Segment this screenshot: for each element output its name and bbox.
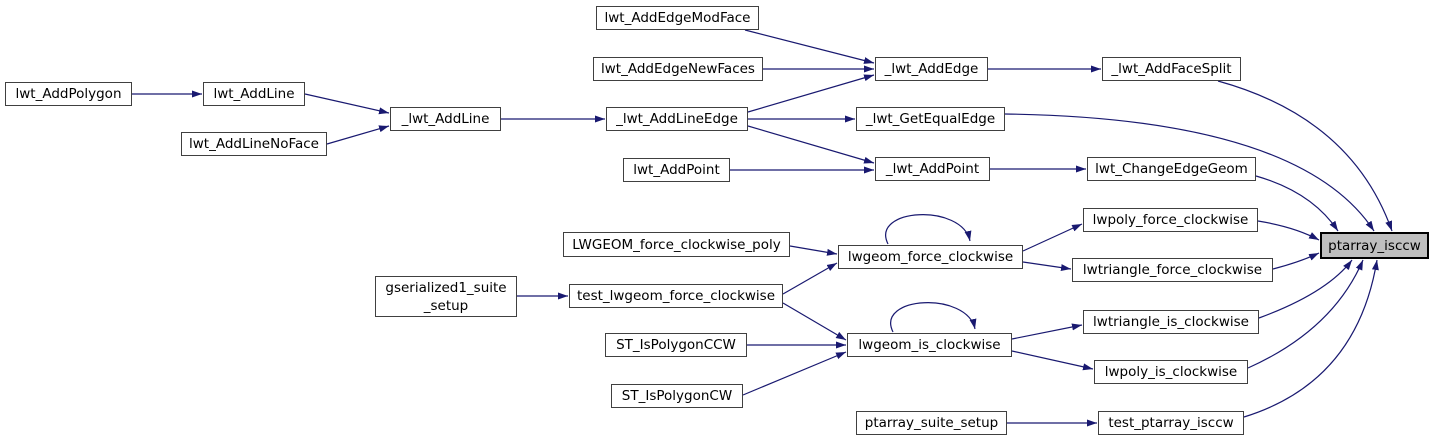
node-LWGEOM_force_clockwise_poly[interactable]: LWGEOM_force_clockwise_poly — [563, 232, 790, 257]
node-label: lwtriangle_is_clockwise — [1093, 314, 1249, 330]
node-_lwt_AddLineEdge[interactable]: _lwt_AddLineEdge — [606, 107, 748, 131]
edge-_lwt_AddFaceSplit-to-ptarray_isccw — [1217, 80, 1393, 232]
node-test_ptarray_isccw[interactable]: test_ptarray_isccw — [1098, 411, 1244, 435]
node-ST_IsPolygonCW[interactable]: ST_IsPolygonCW — [611, 384, 743, 408]
node-label: lwpoly_is_clockwise — [1104, 364, 1238, 380]
node-label: lwt_ChangeEdgeGeom — [1095, 161, 1248, 177]
node-label: lwtriangle_force_clockwise — [1082, 262, 1263, 278]
node-label: lwt_AddLineNoFace — [189, 136, 319, 152]
node-label: lwt_AddLine — [213, 86, 295, 102]
node-lwpoly_is_clockwise[interactable]: lwpoly_is_clockwise — [1094, 360, 1248, 384]
node-lwt_AddLineNoFace[interactable]: lwt_AddLineNoFace — [181, 132, 327, 156]
edge-_lwt_AddLineEdge-to-_lwt_AddPoint — [747, 125, 875, 164]
node-label: _lwt_AddPoint — [885, 161, 980, 177]
node-test_lwgeom_force_clockwise[interactable]: test_lwgeom_force_clockwise — [569, 284, 783, 308]
node-ptarray_isccw: ptarray_isccw — [1320, 232, 1429, 259]
node-label: test_ptarray_isccw — [1108, 415, 1234, 431]
edge-test_lwgeom_force_clockwise-to-lwgeom_is_clockwise — [782, 302, 847, 341]
edge-lwtriangle_force_clockwise-to-ptarray_isccw — [1272, 252, 1320, 270]
edge-lwt_AddLineNoFace-to-_lwt_AddLine — [326, 125, 390, 145]
node-lwtriangle_force_clockwise[interactable]: lwtriangle_force_clockwise — [1072, 258, 1273, 282]
node-lwt_AddEdgeNewFaces[interactable]: lwt_AddEdgeNewFaces — [593, 57, 763, 81]
node-lwgeom_is_clockwise[interactable]: lwgeom_is_clockwise — [847, 333, 1012, 357]
node-ST_IsPolygonCCW[interactable]: ST_IsPolygonCCW — [605, 333, 747, 357]
edge-LWGEOM_force_clockwise_poly-to-lwgeom_force_clockwise — [789, 245, 838, 256]
node-label: ST_IsPolygonCCW — [616, 337, 736, 353]
node-label: ptarray_suite_setup — [864, 415, 999, 431]
node-label: lwt_AddPoint — [633, 162, 720, 178]
node-_lwt_AddLine[interactable]: _lwt_AddLine — [390, 107, 501, 131]
node-label: lwt_AddEdgeModFace — [604, 10, 751, 26]
node-label: gserialized1_suite _setup — [385, 279, 507, 314]
edge-_lwt_AddLineEdge-to-_lwt_AddEdge — [747, 74, 875, 113]
node-_lwt_GetEqualEdge[interactable]: _lwt_GetEqualEdge — [856, 107, 1005, 131]
edge-ST_IsPolygonCW-to-lwgeom_is_clockwise — [742, 351, 847, 396]
node-lwt_ChangeEdgeGeom[interactable]: lwt_ChangeEdgeGeom — [1087, 157, 1256, 181]
edge-lwgeom_force_clockwise-to-lwpoly_force_clockwise — [1022, 223, 1083, 252]
edge-lwgeom_force_clockwise-to-lwgeom_force_clockwise — [885, 214, 972, 245]
edge-lwtriangle_is_clockwise-to-ptarray_isccw — [1258, 259, 1353, 319]
edge-group — [132, 29, 1393, 427]
edge-lwt_AddEdgeModFace-to-_lwt_AddEdge — [744, 29, 875, 64]
node-ptarray_suite_setup[interactable]: ptarray_suite_setup — [856, 411, 1007, 435]
edge-lwgeom_force_clockwise-to-lwtriangle_force_clockwise — [1022, 261, 1072, 272]
node-_lwt_AddFaceSplit[interactable]: _lwt_AddFaceSplit — [1102, 57, 1241, 81]
node-label: lwt_AddPolygon — [15, 86, 122, 102]
node-label: _lwt_AddEdge — [884, 61, 979, 77]
node-gserialized1_suite_setup[interactable]: gserialized1_suite _setup — [375, 276, 517, 317]
node-label: _lwt_GetEqualEdge — [865, 111, 996, 127]
node-label: ST_IsPolygonCW — [621, 388, 733, 404]
edge-test_ptarray_isccw-to-ptarray_isccw — [1243, 259, 1379, 418]
node-lwt_AddPolygon[interactable]: lwt_AddPolygon — [5, 82, 132, 106]
node-lwt_AddLine[interactable]: lwt_AddLine — [203, 82, 305, 106]
edge-lwt_AddLine-to-_lwt_AddLine — [304, 93, 390, 115]
edge-lwgeom_is_clockwise-to-lwpoly_is_clockwise — [1011, 350, 1094, 371]
node-label: _lwt_AddFaceSplit — [1111, 61, 1232, 77]
edge-lwpoly_is_clockwise-to-ptarray_isccw — [1247, 259, 1364, 369]
node-label: lwgeom_is_clockwise — [858, 337, 1001, 353]
edge-test_lwgeom_force_clockwise-to-lwgeom_force_clockwise — [782, 262, 838, 295]
edge-_lwt_GetEqualEdge-to-ptarray_isccw — [1004, 113, 1375, 232]
node-lwt_AddPoint[interactable]: lwt_AddPoint — [623, 158, 730, 182]
edge-lwt_ChangeEdgeGeom-to-ptarray_isccw — [1255, 175, 1339, 232]
edge-lwgeom_is_clockwise-to-lwgeom_is_clockwise — [890, 302, 977, 333]
edge-lwgeom_is_clockwise-to-lwtriangle_is_clockwise — [1011, 323, 1083, 340]
node-label: _lwt_AddLineEdge — [616, 111, 738, 127]
node-label: lwpoly_force_clockwise — [1092, 212, 1249, 228]
node-label: lwgeom_force_clockwise — [847, 249, 1014, 265]
node-_lwt_AddPoint[interactable]: _lwt_AddPoint — [875, 157, 990, 181]
edge-lwpoly_force_clockwise-to-ptarray_isccw — [1257, 220, 1320, 241]
node-lwpoly_force_clockwise[interactable]: lwpoly_force_clockwise — [1083, 208, 1258, 232]
node-lwgeom_force_clockwise[interactable]: lwgeom_force_clockwise — [838, 245, 1023, 269]
node-label: LWGEOM_force_clockwise_poly — [572, 236, 781, 253]
node-label: lwt_AddEdgeNewFaces — [601, 61, 755, 77]
node-label: test_lwgeom_force_clockwise — [576, 288, 776, 304]
node-label: ptarray_isccw — [1328, 237, 1421, 254]
node-lwt_AddEdgeModFace[interactable]: lwt_AddEdgeModFace — [596, 6, 759, 30]
node-_lwt_AddEdge[interactable]: _lwt_AddEdge — [875, 57, 988, 81]
node-label: _lwt_AddLine — [401, 111, 490, 127]
node-lwtriangle_is_clockwise[interactable]: lwtriangle_is_clockwise — [1083, 310, 1259, 334]
